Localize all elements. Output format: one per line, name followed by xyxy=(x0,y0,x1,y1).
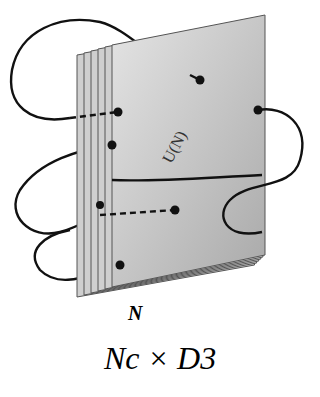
d3-brane-stack xyxy=(77,15,265,297)
open-string-hidden xyxy=(70,112,118,118)
d3-brane-sheet xyxy=(112,15,265,287)
open-string xyxy=(112,175,262,181)
open-string-hidden xyxy=(100,210,175,215)
string-endpoints xyxy=(96,76,263,270)
open-string xyxy=(223,109,302,233)
caption: Nc × D3 xyxy=(104,340,216,377)
stack-count-label: N xyxy=(128,302,142,325)
